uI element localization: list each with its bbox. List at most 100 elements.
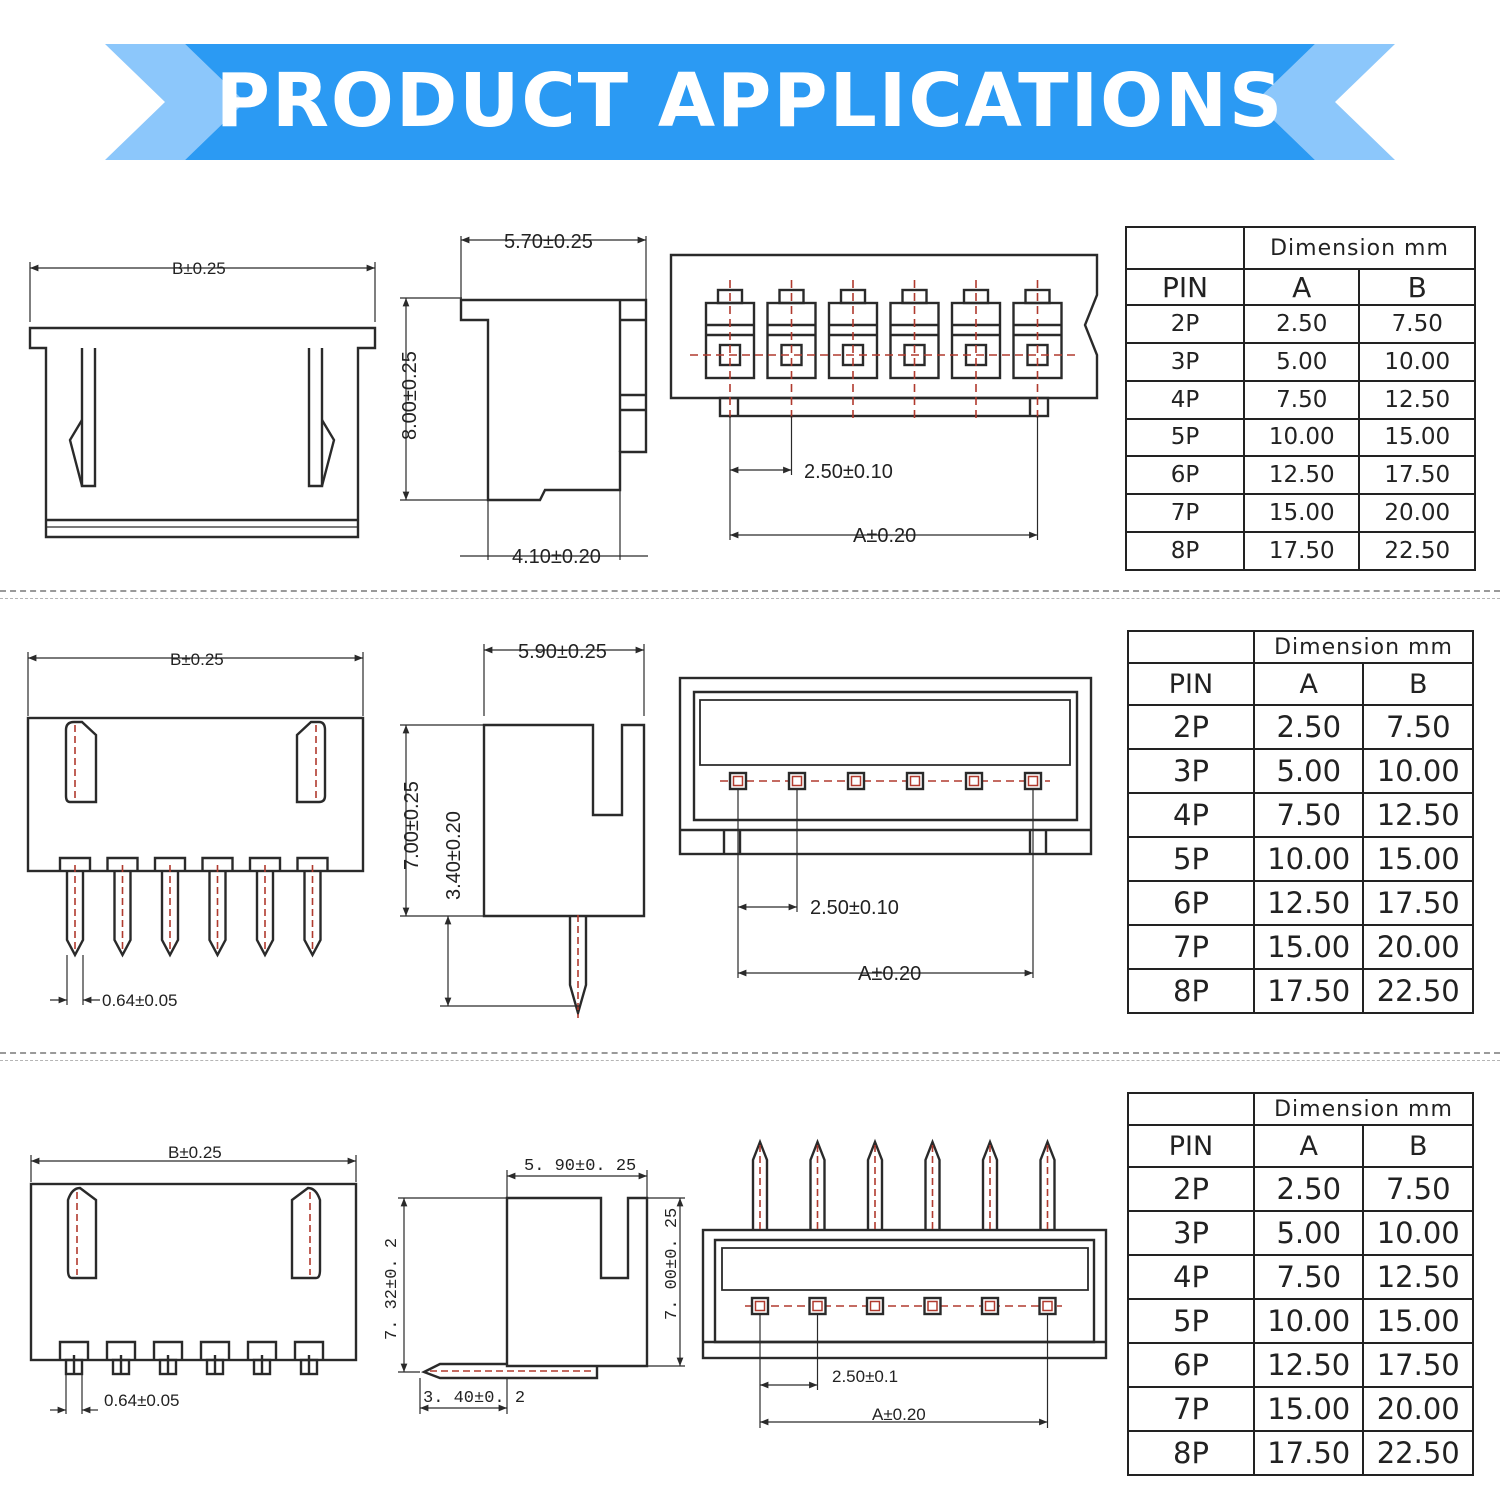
- dim-label: 7. 32±0. 2: [383, 1238, 402, 1340]
- dim-label: 8.00±0.25: [399, 351, 421, 440]
- row1-front-view: [28, 262, 377, 539]
- table-cell: 10.00: [1252, 836, 1365, 882]
- table-cell: 22.50: [1358, 531, 1476, 571]
- dim-label: 7.00±0.25: [401, 781, 423, 870]
- section-divider: [0, 1060, 1500, 1061]
- table-cell: 10.00: [1362, 1210, 1474, 1256]
- dim-label: B±0.25: [168, 1143, 222, 1162]
- col-header: PIN: [1127, 662, 1255, 706]
- section-divider: [0, 1052, 1500, 1054]
- banner: [105, 44, 1395, 160]
- table-cell: 5.00: [1242, 341, 1361, 382]
- table-cell: 8P: [1127, 968, 1255, 1014]
- table-cell: 7P: [1127, 1386, 1255, 1432]
- dim-label: 0.64±0.05: [102, 991, 178, 1010]
- dim-label: 5. 90±0. 25: [524, 1157, 636, 1176]
- table-cell: 20.00: [1358, 493, 1476, 534]
- dim-label: 5.70±0.25: [504, 231, 593, 253]
- table-cell: 4P: [1125, 379, 1245, 420]
- table-cell: 17.50: [1242, 531, 1361, 571]
- table-cell: 7.50: [1362, 704, 1474, 750]
- table-cell: 17.50: [1252, 968, 1365, 1014]
- table-corner: [1128, 631, 1254, 664]
- table-cell: 2.50: [1252, 704, 1365, 750]
- section-divider: [0, 590, 1500, 592]
- dim-label: A±0.20: [872, 1405, 926, 1424]
- table-cell: 22.50: [1362, 968, 1474, 1014]
- table-cell: 3P: [1127, 1210, 1255, 1256]
- banner-title: PRODUCT APPLICATIONS: [215, 58, 1285, 144]
- table-header: Dimension mm: [1243, 226, 1476, 270]
- table-cell: 17.50: [1358, 455, 1476, 496]
- table-cell: 4P: [1127, 792, 1255, 838]
- row2-front-view: [26, 652, 365, 1005]
- dim-label: 7. 00±0. 25: [663, 1208, 682, 1320]
- dim-label: A±0.20: [858, 963, 921, 985]
- table-cell: 7.50: [1252, 792, 1365, 838]
- table-cell: 5P: [1127, 1298, 1255, 1344]
- table-cell: 12.50: [1242, 455, 1361, 496]
- col-header: B: [1362, 1124, 1474, 1168]
- dim-label: 5.90±0.25: [518, 641, 607, 663]
- section-divider: [0, 598, 1500, 599]
- table-cell: 5.00: [1252, 1210, 1365, 1256]
- dim-label: 3. 40±0. 2: [423, 1389, 525, 1408]
- col-header: PIN: [1125, 268, 1245, 306]
- table-cell: 15.00: [1252, 924, 1365, 970]
- table-cell: 17.50: [1252, 1430, 1365, 1476]
- table-cell: 3P: [1127, 748, 1255, 794]
- dim-label: A±0.20: [853, 525, 916, 547]
- table-cell: 10.00: [1252, 1298, 1365, 1344]
- col-header: A: [1242, 268, 1361, 306]
- table-cell: 12.50: [1358, 379, 1476, 420]
- table-cell: 2P: [1125, 304, 1245, 344]
- dim-label: 2.50±0.10: [804, 461, 893, 483]
- table-cell: 7.50: [1252, 1254, 1365, 1300]
- table-cell: 12.50: [1362, 792, 1474, 838]
- table-cell: 10.00: [1242, 417, 1361, 458]
- table-cell: 8P: [1125, 531, 1245, 571]
- col-header: B: [1362, 662, 1474, 706]
- table-cell: 22.50: [1362, 1430, 1474, 1476]
- table-cell: 4P: [1127, 1254, 1255, 1300]
- table-cell: 6P: [1127, 1342, 1255, 1388]
- table-cell: 5P: [1125, 417, 1245, 458]
- dim-label: 2.50±0.1: [832, 1367, 898, 1386]
- table-cell: 8P: [1127, 1430, 1255, 1476]
- table-cell: 3P: [1125, 341, 1245, 382]
- table-cell: 17.50: [1362, 880, 1474, 926]
- table-cell: 10.00: [1362, 748, 1474, 794]
- table-cell: 7P: [1125, 493, 1245, 534]
- table-cell: 15.00: [1242, 493, 1361, 534]
- dim-label: 2.50±0.10: [810, 897, 899, 919]
- table-cell: 12.50: [1252, 880, 1365, 926]
- row3-front-view: [29, 1155, 358, 1414]
- dim-label: 0.64±0.05: [104, 1391, 180, 1410]
- dim-label: 3.40±0.20: [443, 811, 465, 900]
- table-cell: 6P: [1127, 880, 1255, 926]
- row2-top-view: [678, 676, 1093, 978]
- row2-side-view: [400, 644, 646, 1018]
- table-cell: 6P: [1125, 455, 1245, 496]
- table-cell: 15.00: [1252, 1386, 1365, 1432]
